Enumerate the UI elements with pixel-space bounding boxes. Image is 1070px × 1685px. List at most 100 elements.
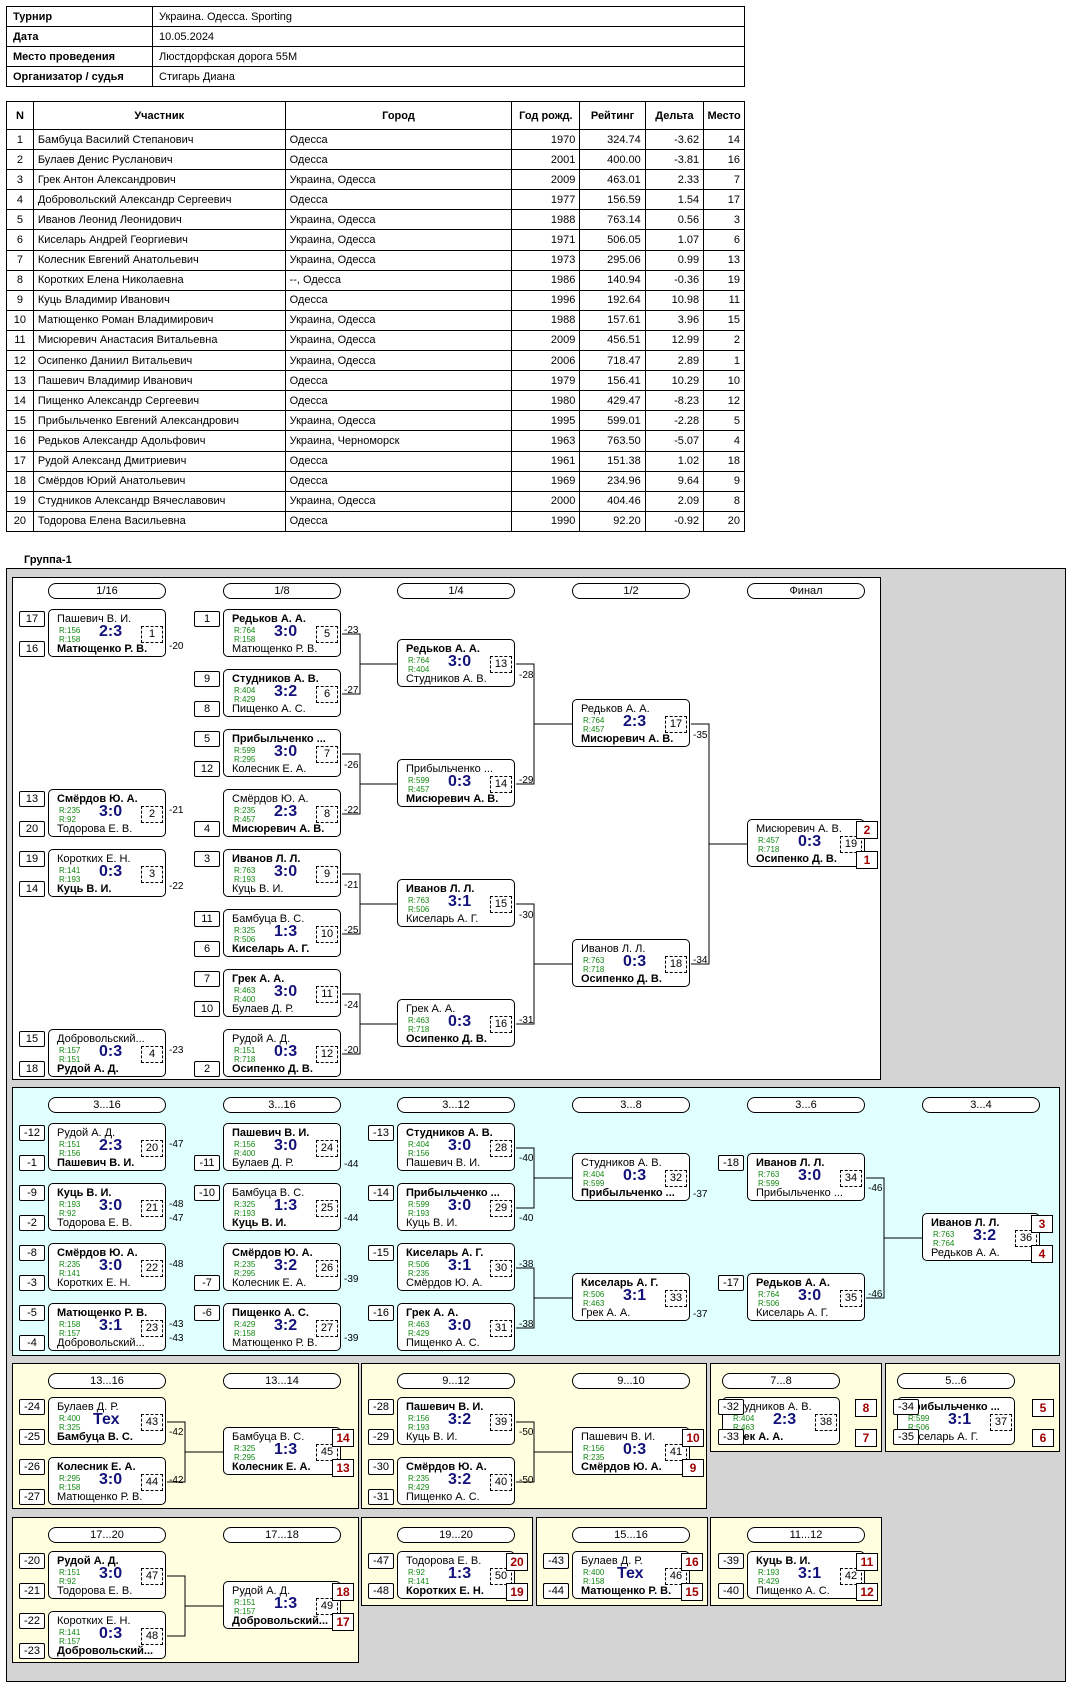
player1-rating: R:156: [408, 1414, 430, 1423]
match-score: 3:0: [99, 803, 123, 820]
player1-rating: R:404: [234, 686, 256, 695]
seed-box: 1: [194, 611, 220, 627]
loser-destination: -35: [693, 730, 708, 741]
table-cell: 1.02: [644, 450, 705, 472]
player2-rating: R:295: [234, 755, 256, 764]
table-cell: Прибыльченко Евгений Александрович: [32, 410, 286, 432]
table-cell: -5.07: [644, 430, 705, 452]
player2-rating: R:158: [59, 1483, 81, 1492]
player2-name: Коротких Е. Н.: [406, 1585, 484, 1597]
match-number: 40: [490, 1474, 512, 1491]
player2-name: Осипенко Д. В.: [406, 1033, 487, 1045]
place-box: 9: [682, 1459, 704, 1477]
seed-box: -31: [368, 1489, 394, 1505]
consolation-3-16-section: [12, 1087, 1060, 1356]
player2-name: Тодорова Е. В.: [57, 1217, 133, 1229]
player1-rating: R:235: [234, 1260, 256, 1269]
match-score: 3:1: [448, 1257, 472, 1274]
player2-rating: R:718: [758, 845, 780, 854]
match-number: 20: [141, 1140, 163, 1157]
seed-box: -34: [893, 1399, 919, 1415]
group-title: Группа-1: [6, 551, 1066, 569]
player2-rating: R:429: [234, 695, 256, 704]
table-cell: 156.41: [579, 370, 646, 392]
match-score: 3:0: [448, 1317, 472, 1334]
player2-rating: R:429: [408, 1483, 430, 1492]
player2-name: Булаев Д. Р.: [232, 1003, 294, 1015]
place-box: 16: [681, 1553, 703, 1571]
match-score: 2:3: [773, 1411, 797, 1428]
place-box: 5: [1032, 1399, 1054, 1417]
table-cell: 20: [6, 510, 34, 532]
player1-rating: R:463: [408, 1320, 430, 1329]
match-score: 3:1: [99, 1317, 123, 1334]
player1-rating: R:429: [234, 1320, 256, 1329]
match-score: 0:3: [99, 1043, 123, 1060]
table-cell: 295.06: [579, 249, 646, 271]
player2-name: Пашевич В. И.: [57, 1157, 135, 1169]
match-number: 50: [490, 1568, 512, 1585]
seed-box: -39: [718, 1553, 744, 1569]
player2-rating: R:457: [234, 815, 256, 824]
player2-name: Колесник Е. А.: [232, 1461, 311, 1473]
player1-rating: R:763: [583, 956, 605, 965]
seed-box: 2: [194, 1061, 220, 1077]
seed-box: -11: [194, 1155, 220, 1171]
round-label: 1/16: [48, 583, 166, 599]
place-box: 14: [332, 1429, 354, 1447]
loser-destination: -20: [344, 1045, 359, 1056]
table-cell: Одесса: [284, 470, 513, 492]
player1-rating: R:235: [59, 806, 81, 815]
seed-box: -8: [19, 1245, 45, 1261]
player1-rating: R:295: [59, 1474, 81, 1483]
loser-destination: -43: [169, 1333, 184, 1344]
player2-rating: R:295: [234, 1269, 256, 1278]
player2-name: Колесник Е. А.: [232, 1277, 307, 1289]
player2-rating: R:400: [234, 995, 256, 1004]
match-score: Тех: [617, 1565, 644, 1582]
table-cell: --, Одесса: [284, 269, 513, 291]
table-cell: Бамбуца Василий Степанович: [32, 128, 286, 151]
table-cell: 3.96: [644, 309, 705, 331]
match-number: 22: [141, 1260, 163, 1277]
match-number: 8: [316, 806, 338, 823]
bracket-connector: [516, 1421, 573, 1483]
table-cell: 463.01: [579, 169, 646, 191]
match-score: 3:2: [448, 1411, 472, 1428]
seed-box: 19: [19, 851, 45, 867]
loser-destination: -48: [169, 1199, 184, 1210]
player1-rating: R:235: [234, 806, 256, 815]
match-score: 0:3: [274, 1043, 298, 1060]
player2-rating: R:599: [758, 1179, 780, 1188]
player1-rating: R:404: [583, 1170, 605, 1179]
seed-box: 11: [194, 911, 220, 927]
round-label: 11...12: [747, 1527, 865, 1543]
match-score: 3:0: [274, 1137, 298, 1154]
table-cell: 0.99: [644, 249, 705, 271]
player2-rating: R:400: [234, 1149, 256, 1158]
table-cell: Одесса: [284, 450, 513, 472]
round-label: 13...14: [223, 1373, 341, 1389]
seed-box: -2: [19, 1215, 45, 1231]
player2-rating: R:193: [59, 875, 81, 884]
match-number: 28: [490, 1140, 512, 1157]
match-number: 2: [141, 806, 163, 823]
loser-destination: -43: [169, 1319, 184, 1330]
round-label: 7...8: [722, 1373, 840, 1389]
match-score: 3:0: [798, 1287, 822, 1304]
player1-rating: R:156: [59, 626, 81, 635]
round-label: 3...16: [223, 1097, 341, 1113]
player2-rating: R:506: [758, 1299, 780, 1308]
player2-rating: R:718: [234, 1055, 256, 1064]
seed-box: -30: [368, 1459, 394, 1475]
loser-destination: -24: [344, 1000, 359, 1011]
round-label: 3...12: [397, 1097, 515, 1113]
